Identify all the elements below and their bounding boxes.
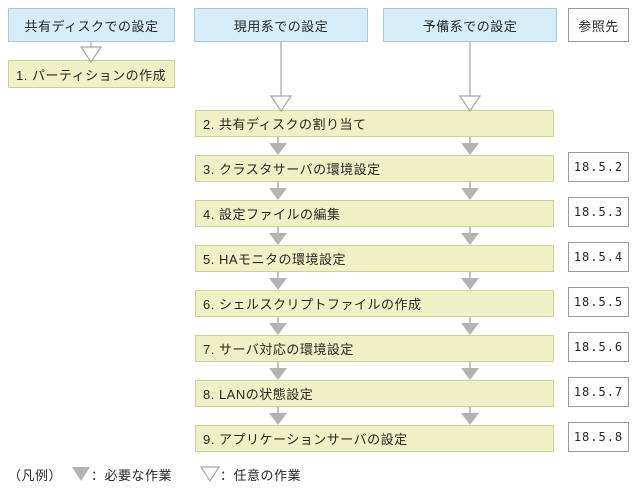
reference-number: 18.5.3 <box>573 205 624 219</box>
required-arrow-icon <box>460 137 480 155</box>
reference-box: 18.5.5 <box>568 287 629 317</box>
step-label: 3. クラスタサーバの環境設定 <box>203 162 381 177</box>
optional-arrow-icon <box>79 42 103 64</box>
step-4-box: 4. 設定ファイルの編集 <box>195 200 554 227</box>
optional-arrow-icon <box>458 42 482 113</box>
column-header-shared-disk: 共有ディスクでの設定 <box>8 8 175 42</box>
required-arrow-icon <box>268 272 288 290</box>
column-header-label: 予備系での設定 <box>422 18 518 34</box>
column-header-standby-system: 予備系での設定 <box>383 8 557 42</box>
reference-box: 18.5.4 <box>568 242 629 272</box>
required-arrow-icon <box>268 227 288 245</box>
step-5-box: 5. HAモニタの環境設定 <box>195 245 554 272</box>
column-header-label: 共有ディスクでの設定 <box>24 18 159 34</box>
reference-number: 18.5.8 <box>573 430 624 444</box>
column-header-reference: 参照先 <box>568 8 629 42</box>
legend-prefix: （凡例） <box>8 467 63 483</box>
column-header-label: 参照先 <box>578 18 619 34</box>
required-arrow-icon <box>268 317 288 335</box>
step-6-box: 6. シェルスクリプトファイルの作成 <box>195 290 554 317</box>
required-arrow-icon <box>460 272 480 290</box>
column-header-active-system: 現用系での設定 <box>194 8 368 42</box>
reference-number: 18.5.7 <box>573 385 624 399</box>
step-label: 1. パーティションの作成 <box>16 67 167 83</box>
column-header-label: 現用系での設定 <box>233 18 329 34</box>
reference-number: 18.5.4 <box>573 250 624 264</box>
required-arrow-icon <box>460 407 480 425</box>
step-2-box: 2. 共有ディスクの割り当て <box>195 110 554 137</box>
reference-box: 18.5.8 <box>568 422 629 452</box>
legend: （凡例） ：必要な作業 ：任意の作業 <box>8 463 301 485</box>
step-label: 7. サーバ対応の環境設定 <box>203 342 354 357</box>
step-label: 2. 共有ディスクの割り当て <box>203 117 367 132</box>
required-arrow-icon <box>268 137 288 155</box>
reference-box: 18.5.7 <box>568 377 629 407</box>
optional-arrow-icon <box>269 42 293 113</box>
reference-number: 18.5.6 <box>573 340 624 354</box>
legend-required-label: ：必要な作業 <box>91 467 173 483</box>
required-arrow-icon <box>268 182 288 200</box>
reference-number: 18.5.5 <box>573 295 624 309</box>
required-arrow-icon <box>460 362 480 380</box>
step-label: 8. LANの状態設定 <box>203 387 314 402</box>
step-1-box: 1. パーティションの作成 <box>8 60 175 88</box>
reference-number: 18.5.2 <box>573 160 624 174</box>
step-label: 4. 設定ファイルの編集 <box>203 207 341 222</box>
required-arrow-icon <box>71 466 91 482</box>
required-arrow-icon <box>268 407 288 425</box>
required-arrow-icon <box>460 317 480 335</box>
legend-optional-label: ：任意の作業 <box>220 467 302 483</box>
step-3-box: 3. クラスタサーバの環境設定 <box>195 155 554 182</box>
step-9-box: 9. アプリケーションサーバの設定 <box>195 425 554 452</box>
optional-arrow-icon <box>200 466 221 482</box>
required-arrow-icon <box>460 227 480 245</box>
required-arrow-icon <box>268 362 288 380</box>
step-label: 5. HAモニタの環境設定 <box>203 252 347 267</box>
step-label: 6. シェルスクリプトファイルの作成 <box>203 297 422 312</box>
reference-box: 18.5.3 <box>568 197 629 227</box>
reference-box: 18.5.2 <box>568 152 629 182</box>
required-arrow-icon <box>460 182 480 200</box>
step-label: 9. アプリケーションサーバの設定 <box>203 432 408 447</box>
reference-box: 18.5.6 <box>568 332 629 362</box>
step-7-box: 7. サーバ対応の環境設定 <box>195 335 554 362</box>
step-8-box: 8. LANの状態設定 <box>195 380 554 407</box>
